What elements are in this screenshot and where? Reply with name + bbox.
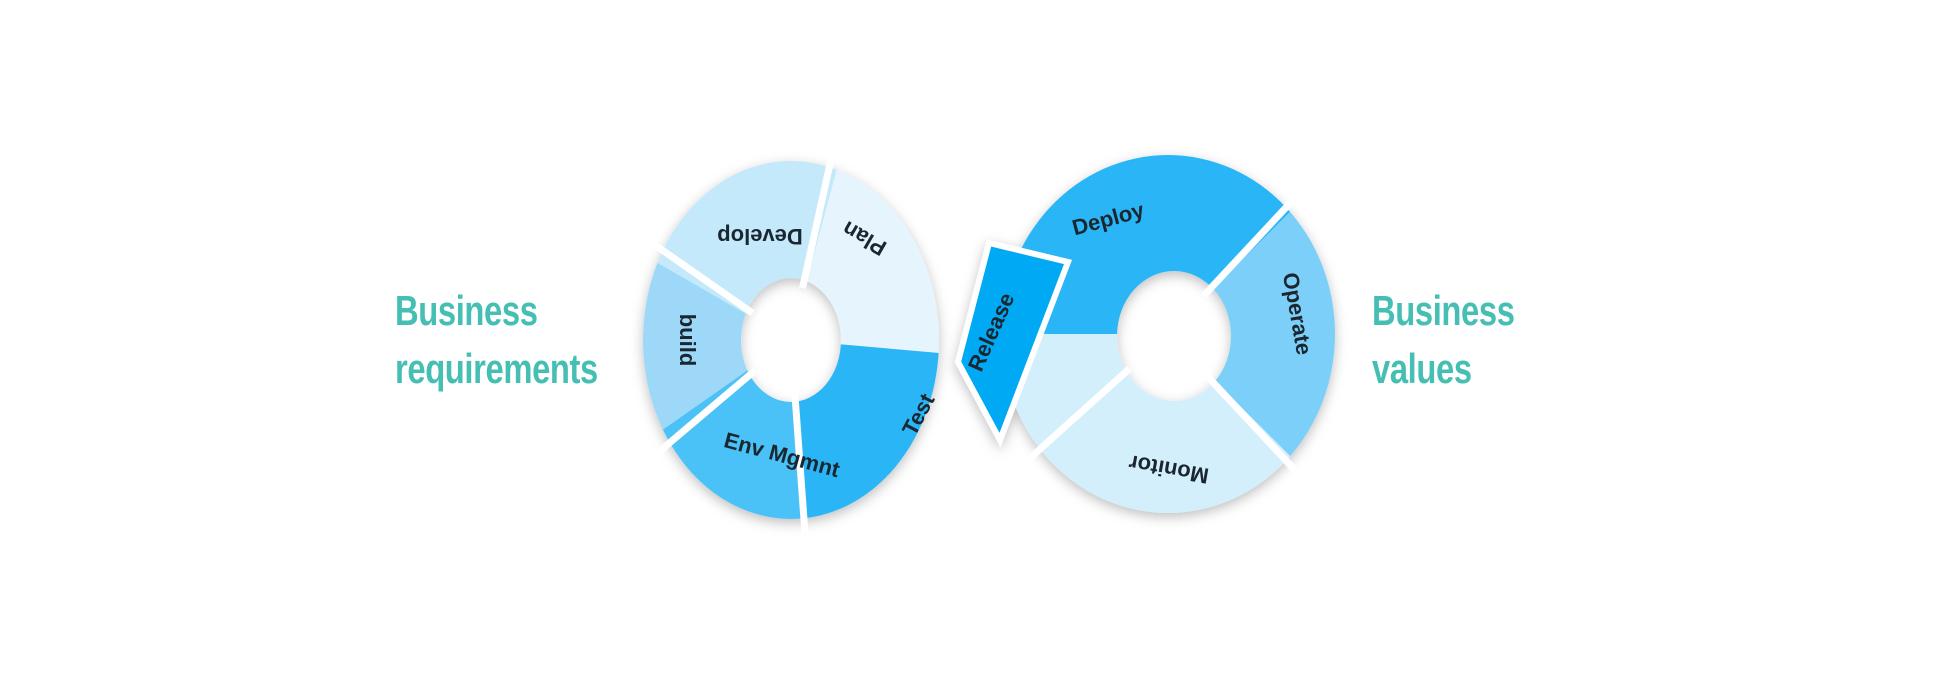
develop-segment xyxy=(643,161,859,340)
business-values-label: Business values xyxy=(1372,282,1515,398)
monitor-segment xyxy=(1001,334,1335,513)
stage-develop: Develop xyxy=(717,224,803,249)
separator-env-test xyxy=(791,393,810,546)
release-segment xyxy=(954,239,1073,448)
separator-deploy-operate xyxy=(1200,186,1307,299)
separator-operate-monitor xyxy=(1200,369,1307,482)
business-requirements-label: Business requirements xyxy=(395,282,598,398)
business-values-line1: Business xyxy=(1372,287,1515,334)
env-mgmnt-segment xyxy=(643,340,814,519)
build-segment xyxy=(643,210,791,490)
business-values-line2: values xyxy=(1372,345,1472,392)
separator-plan-develop xyxy=(799,140,839,289)
separator-develop-build xyxy=(641,234,755,317)
separator-build-env xyxy=(649,368,757,461)
separator-monitor-release xyxy=(1018,365,1132,469)
business-requirements-line1: Business xyxy=(395,287,538,334)
stage-build: build xyxy=(675,314,700,367)
business-requirements-line2: requirements xyxy=(395,345,598,392)
operate-segment xyxy=(1168,155,1335,513)
